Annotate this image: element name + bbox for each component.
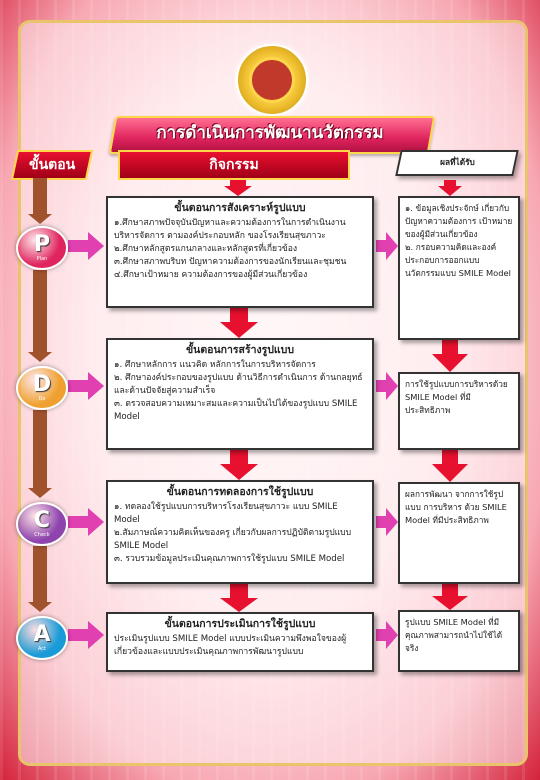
activity-line: ประเมินรูปแบบ SMILE Model แบบประเมินความ… <box>114 634 347 657</box>
emblem-center-icon <box>249 57 295 103</box>
pink-arrow-result-p <box>376 232 398 260</box>
activity-line: ๓. รวบรวมข้อมูลประเมินคุณภาพการใช้รูปแบบ… <box>114 554 345 564</box>
pink-arrow-result-a <box>376 621 398 649</box>
result-line: ๒. กรอบความคิดและองค์ประกอบการออกแบบนวัต… <box>405 242 511 278</box>
activity-line: ๒.สัมภาษณ์ความคิดเห็นของครู เกี่ยวกับผลก… <box>114 528 352 551</box>
step-chain-arrow <box>28 410 52 498</box>
step-chain-arrow <box>28 178 52 224</box>
result-down-arrow-2 <box>432 450 468 482</box>
activity-box-check: ขั้นตอนการทดลองการใช้รูปแบบ ๑. ทดลองใช้ร… <box>106 480 374 584</box>
pink-arrow-result-c <box>376 508 398 536</box>
result-box-do: การใช้รูปแบบการบริหารด้วย SMILE Model ที… <box>398 372 520 450</box>
result-box-plan: ๑. ข้อมูลเชิงประจักษ์ เกี่ยวกับปัญหาความ… <box>398 196 520 340</box>
activity-box-act: ขั้นตอนการประเมินการใช้รูปแบบ ประเมินรูป… <box>106 612 374 672</box>
activity-line: ๔.ศึกษาเป้าหมาย ความต้องการของผู้มีส่วนเ… <box>114 270 308 280</box>
activity-title: ขั้นตอนการประเมินการใช้รูปแบบ <box>164 618 316 630</box>
step-chain-arrow <box>28 546 52 612</box>
step-chain-arrow <box>28 270 52 362</box>
activity-down-arrow-1 <box>220 308 258 338</box>
result-line: ๑. ข้อมูลเชิงประจักษ์ เกี่ยวกับปัญหาความ… <box>405 203 513 239</box>
page-title: การดำเนินการพัฒนานวัตกรรม <box>156 123 384 143</box>
header-down-arrow-activities <box>224 180 252 196</box>
result-box-act: รูปแบบ SMILE Model ที่มีคุณภาพสามารถนำไป… <box>398 610 520 672</box>
activity-down-arrow-2 <box>220 450 258 480</box>
pink-arrow-c <box>68 508 104 536</box>
pink-arrow-result-d <box>376 372 398 400</box>
activity-down-arrow-3 <box>220 584 258 612</box>
result-line: ผลการพัฒนา จากการใช้รูปแบบ การบริหาร ด้ว… <box>405 489 507 525</box>
activity-line: ๓.ศึกษาสภาพบริบท ปัญหาความต้องการของนักเ… <box>114 257 347 267</box>
school-emblem-logo <box>236 44 308 116</box>
activity-box-plan: ขั้นตอนการสังเคราะห์รูปแบบ ๑.ศึกษาสภาพปั… <box>106 196 374 308</box>
pink-arrow-p <box>68 232 104 260</box>
result-line: รูปแบบ SMILE Model ที่มีคุณภาพสามารถนำไป… <box>405 617 503 653</box>
activity-line: ๑.ศึกษาสภาพปัจจุบันปัญหาและความต้องการใน… <box>114 218 346 241</box>
activity-title: ขั้นตอนการสังเคราะห์รูปแบบ <box>174 202 306 214</box>
activity-title: ขั้นตอนการทดลองการใช้รูปแบบ <box>166 486 314 498</box>
result-box-check: ผลการพัฒนา จากการใช้รูปแบบ การบริหาร ด้ว… <box>398 482 520 584</box>
pink-arrow-a <box>68 621 104 649</box>
activity-line: ๒.ศึกษาหลักสูตรแกนกลางและหลักสูตรที่เกี่… <box>114 244 298 254</box>
activity-title: ขั้นตอนการสร้างรูปแบบ <box>185 344 295 356</box>
activity-line: ๑. ศึกษาหลักการ แนวคิด หลักการในการบริหา… <box>114 360 316 370</box>
activity-line: ๓. ตรวจสอบความเหมาะสมและความเป็นไปได้ของ… <box>114 399 358 422</box>
result-line: การใช้รูปแบบการบริหารด้วย SMILE Model ที… <box>405 379 508 415</box>
pink-arrow-d <box>68 372 104 400</box>
result-down-arrow-3 <box>432 584 468 610</box>
header-activities: กิจกรรม <box>118 150 350 180</box>
activity-line: ๒. ศึกษาองค์ประกอบของรูปแบบ ด้านวิธีการด… <box>114 373 363 396</box>
header-down-arrow-results <box>438 180 462 196</box>
activity-line: ๑. ทดลองใช้รูปแบบการบริหารโรงเรียนสุขภาว… <box>114 502 338 525</box>
step-chain-arrows <box>28 178 52 612</box>
activity-box-do: ขั้นตอนการสร้างรูปแบบ ๑. ศึกษาหลักการ แน… <box>106 338 374 450</box>
result-down-arrow-1 <box>432 340 468 372</box>
